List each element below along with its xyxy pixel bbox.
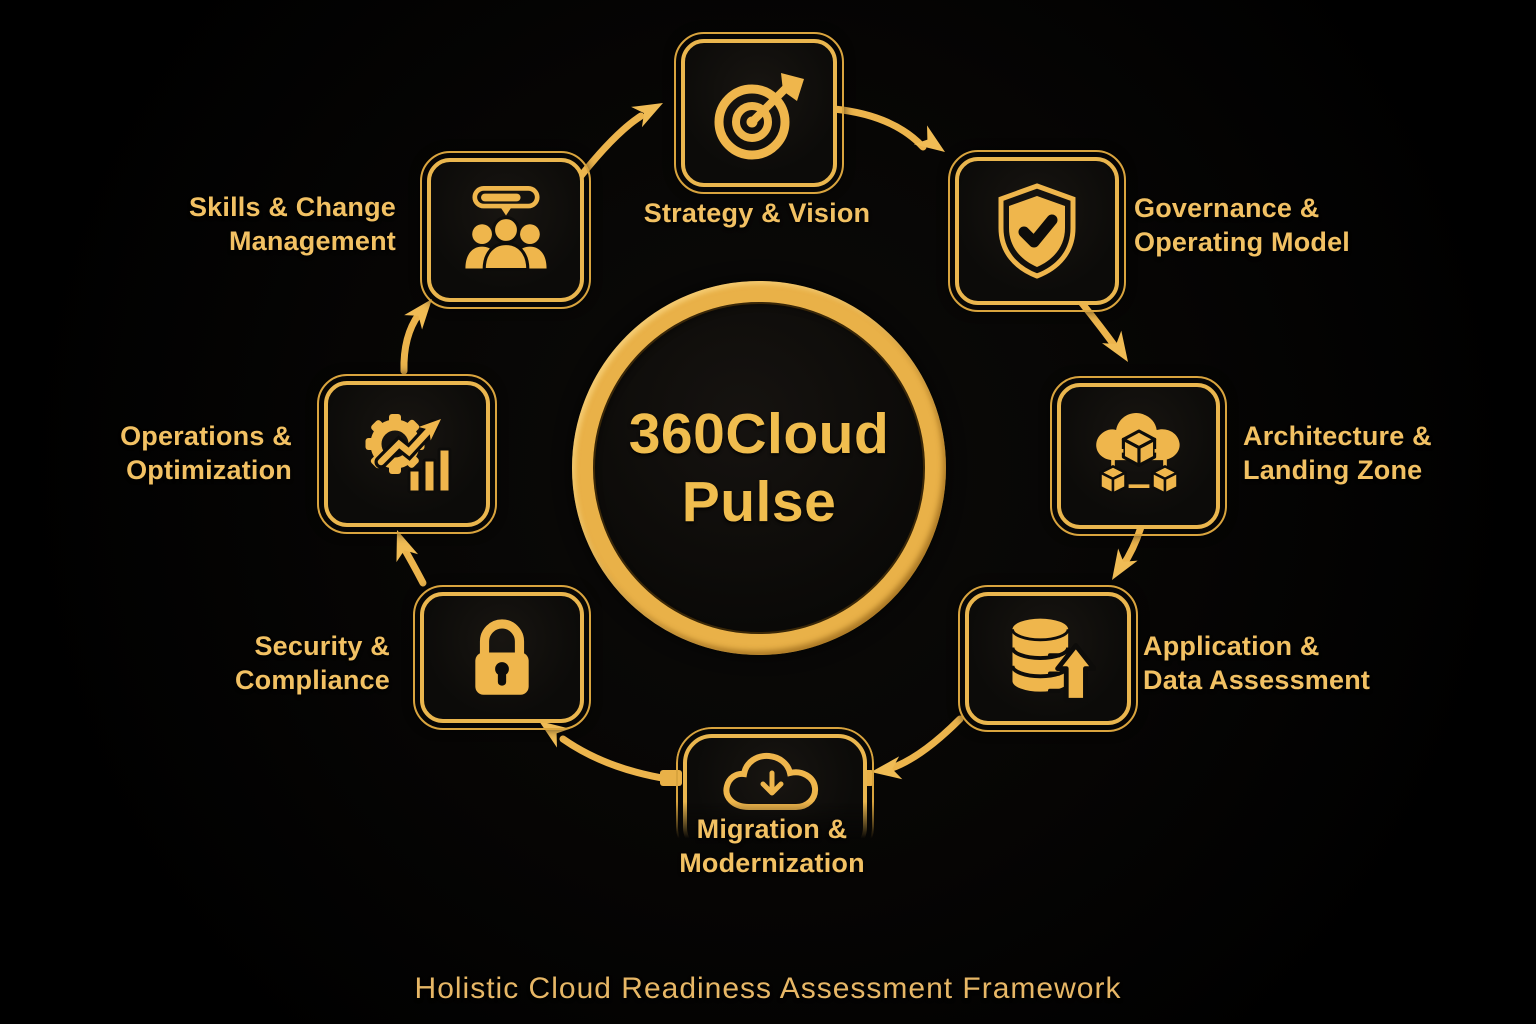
padlock-icon — [475, 618, 529, 695]
label-strategy-vision: Strategy & Vision — [577, 196, 937, 230]
label-architecture-landing-zone: Architecture & Landing Zone — [1243, 419, 1432, 487]
node-strategy-vision-tile — [681, 39, 837, 187]
node-migration-modernization — [676, 727, 874, 863]
label-line: Compliance — [234, 665, 390, 695]
gear-growth-icon — [365, 414, 452, 494]
label-governance-operating-model: Governance & Operating Model — [1134, 191, 1350, 259]
target-arrow-icon — [714, 73, 804, 160]
node-security-compliance — [413, 585, 591, 730]
node-application-tile — [965, 592, 1131, 725]
hub-title-line1: 360Cloud — [628, 402, 890, 466]
node-application-data-assessment — [958, 585, 1138, 732]
label-operations-optimization: Operations & Optimization — [48, 419, 292, 487]
node-strategy-vision — [674, 32, 844, 194]
node-operations-tile — [324, 381, 490, 527]
node-security-tile — [420, 592, 584, 723]
center-hub: 360Cloud Pulse — [572, 281, 946, 655]
label-line: Landing Zone — [1243, 455, 1423, 485]
label-line: Operations & — [120, 421, 292, 451]
database-upload-icon — [1010, 618, 1096, 703]
node-governance-operating-model — [948, 150, 1126, 312]
label-line: Operating Model — [1134, 227, 1351, 257]
label-line: Optimization — [126, 455, 292, 485]
label-line: Management — [228, 226, 396, 256]
node-skills-change-management — [420, 151, 591, 309]
label-line: Skills & Change — [188, 192, 396, 222]
label-line: Application & — [1143, 631, 1320, 661]
hub-title-line2: Pulse — [681, 470, 837, 534]
label-line: Governance & — [1134, 193, 1320, 223]
label-security-compliance: Security & Compliance — [146, 629, 390, 697]
framework-caption: Holistic Cloud Readiness Assessment Fram… — [414, 972, 1122, 1005]
label-application-data-assessment: Application & Data Assessment — [1143, 629, 1370, 697]
hub-title: 360Cloud Pulse — [593, 400, 925, 536]
cloud-network-icon — [1095, 413, 1180, 495]
cloud-download-icon — [723, 752, 819, 810]
node-governance-tile — [955, 157, 1119, 305]
label-line: Data Assessment — [1143, 665, 1371, 695]
label-migration-modernization: Migration & Modernization — [592, 812, 952, 880]
node-skills-tile — [427, 158, 584, 302]
label-line: Security & — [254, 631, 390, 661]
label-line: Strategy & Vision — [643, 198, 871, 228]
label-skills-change-management: Skills & Change Management — [146, 190, 396, 258]
shield-check-icon — [998, 183, 1076, 279]
label-line: Migration & — [696, 814, 848, 844]
node-architecture-landing-zone — [1050, 376, 1227, 536]
label-line: Architecture & — [1243, 421, 1432, 451]
node-migration-tile — [683, 734, 867, 856]
node-operations-optimization — [317, 374, 497, 534]
team-communication-icon — [464, 186, 547, 272]
node-architecture-tile — [1057, 383, 1220, 529]
label-line: Modernization — [679, 848, 865, 878]
